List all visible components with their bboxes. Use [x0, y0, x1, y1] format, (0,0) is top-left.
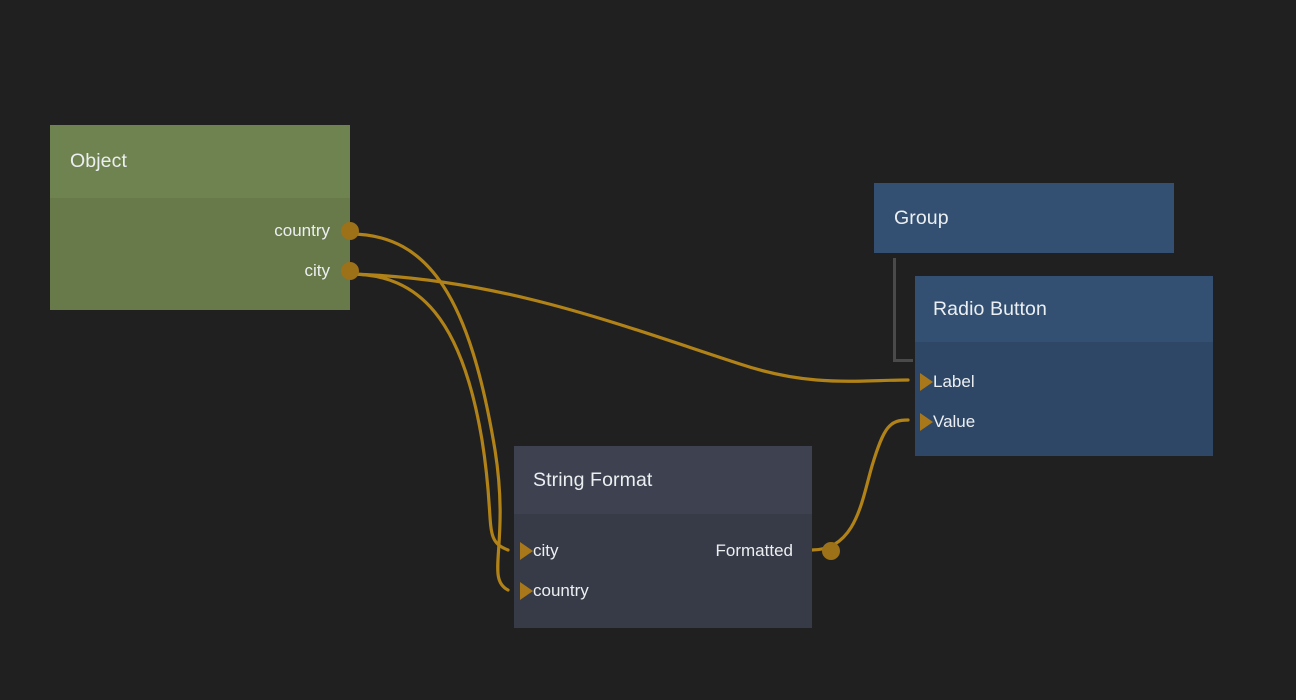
input-port-stringformat-city[interactable] — [520, 542, 533, 560]
port-row-object-city[interactable]: city — [50, 251, 359, 291]
node-string-format-body: city Formatted country — [514, 514, 840, 628]
node-object[interactable]: Object country city — [50, 125, 359, 310]
node-radio-button-body: Label Value — [915, 342, 1213, 456]
edge-object-city-to-radiobutton-label — [348, 272, 910, 383]
node-object-header[interactable]: Object — [50, 125, 350, 198]
output-port-object-country[interactable] — [341, 222, 359, 240]
port-label-stringformat-city: city — [533, 541, 559, 560]
edge-stringformat-formatted-to-radiobutton-value — [810, 418, 910, 552]
node-radio-button[interactable]: Radio Button Label Value — [915, 276, 1213, 456]
port-label-object-city: city — [304, 261, 331, 280]
port-label-stringformat-formatted: Formatted — [715, 541, 793, 560]
port-row-stringformat-city[interactable]: city Formatted — [520, 531, 840, 571]
node-object-body: country city — [50, 198, 359, 310]
port-label-object-country: country — [274, 221, 330, 240]
port-label-radio-value: Value — [933, 412, 976, 431]
port-row-radio-value[interactable]: Value — [920, 402, 1213, 442]
node-radio-button-header[interactable]: Radio Button — [915, 276, 1213, 342]
port-row-radio-label[interactable]: Label — [920, 362, 1213, 402]
node-object-title: Object — [70, 150, 127, 172]
port-label-radio-label: Label — [933, 372, 975, 391]
node-radio-button-title: Radio Button — [933, 297, 1047, 320]
port-label-stringformat-country: country — [533, 581, 589, 600]
input-port-radio-value[interactable] — [920, 413, 933, 431]
edge-object-country-to-stringformat-country — [348, 232, 510, 592]
output-port-object-city[interactable] — [341, 262, 359, 280]
node-group[interactable]: Group — [874, 183, 1174, 253]
port-row-object-country[interactable]: country — [50, 211, 359, 251]
node-string-format-title: String Format — [533, 468, 653, 491]
node-group-header[interactable]: Group — [874, 183, 1174, 253]
input-port-radio-label[interactable] — [920, 373, 933, 391]
node-string-format[interactable]: String Format city Formatted country — [514, 446, 840, 628]
output-port-stringformat-formatted[interactable] — [822, 542, 840, 560]
node-string-format-header[interactable]: String Format — [514, 446, 812, 514]
group-child-bracket — [893, 258, 913, 362]
port-row-stringformat-country[interactable]: country — [520, 571, 793, 611]
node-group-title: Group — [894, 206, 949, 229]
input-port-stringformat-country[interactable] — [520, 582, 533, 600]
edge-object-city-to-stringformat-city — [348, 272, 510, 552]
